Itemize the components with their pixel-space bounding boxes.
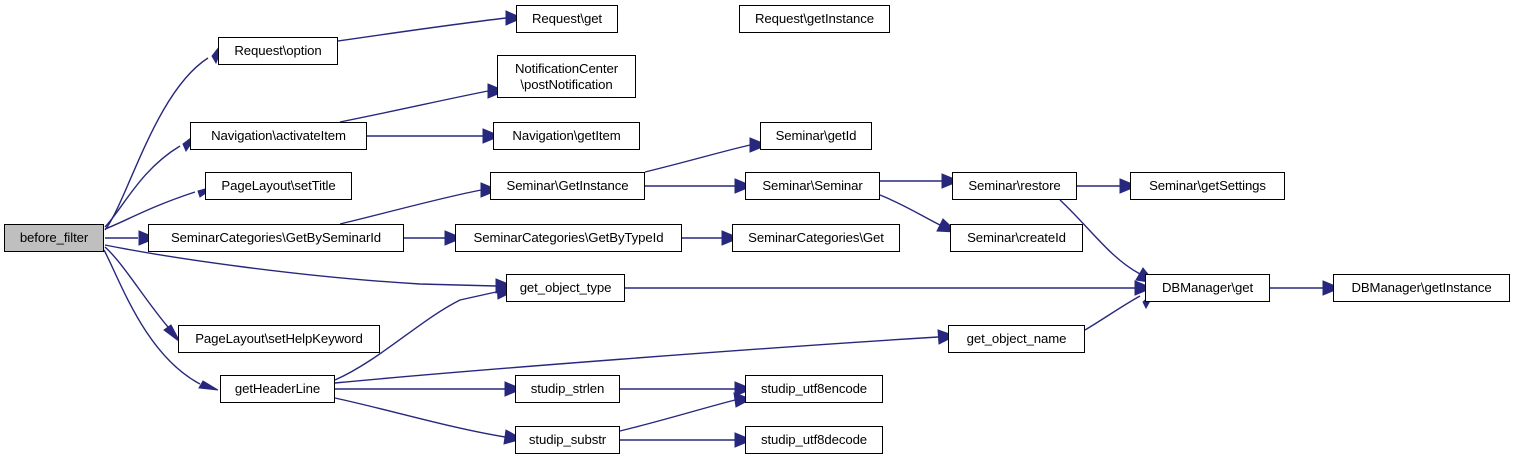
graph-node-label: get_object_name xyxy=(966,331,1067,347)
graph-node-label: getHeaderLine xyxy=(234,381,321,397)
graph-node-seminarcategories_getbytypeid[interactable]: SeminarCategories\GetByTypeId xyxy=(455,224,682,252)
graph-node-pagelayout_sethelpkeyword[interactable]: PageLayout\setHelpKeyword xyxy=(178,325,380,353)
graph-node-studip_utf8decode[interactable]: studip_utf8decode xyxy=(745,426,883,454)
graph-node-label: studip_strlen xyxy=(530,381,605,397)
graph-node-seminar_seminar[interactable]: Seminar\Seminar xyxy=(745,172,880,200)
graph-node-navigation_activateitem[interactable]: Navigation\activateItem xyxy=(190,122,367,150)
graph-node-label: Request\get xyxy=(531,11,602,27)
graph-node-seminarcategories_getbyseminarid[interactable]: SeminarCategories\GetBySeminarId xyxy=(148,224,404,252)
graph-node-studip_utf8encode[interactable]: studip_utf8encode xyxy=(745,375,883,403)
graph-node-get_object_name[interactable]: get_object_name xyxy=(948,325,1085,353)
graph-node-dbmanager_getinstance[interactable]: DBManager\getInstance xyxy=(1333,274,1510,302)
graph-node-label: Seminar\getId xyxy=(775,128,857,144)
graph-node-label: SeminarCategories\GetBySeminarId xyxy=(170,230,382,246)
graph-node-label: DBManager\getInstance xyxy=(1351,280,1492,296)
graph-node-label: Navigation\getItem xyxy=(512,128,621,144)
graph-node-label: studip_utf8decode xyxy=(760,432,868,448)
graph-node-seminar_getsettings[interactable]: Seminar\getSettings xyxy=(1130,172,1285,200)
graph-node-label: Navigation\activateItem xyxy=(211,128,346,144)
graph-node-label: Seminar\GetInstance xyxy=(506,178,629,194)
graph-node-label: Request\getInstance xyxy=(754,11,875,27)
graph-node-label: before_filter xyxy=(19,230,89,246)
graph-node-studip_strlen[interactable]: studip_strlen xyxy=(515,375,620,403)
graph-node-request_get[interactable]: Request\get xyxy=(516,5,618,33)
graph-node-navigation_getitem[interactable]: Navigation\getItem xyxy=(493,122,640,150)
graph-node-label: studip_utf8encode xyxy=(760,381,868,397)
graph-node-getheaderline[interactable]: getHeaderLine xyxy=(220,375,335,403)
graph-node-label: SeminarCategories\GetByTypeId xyxy=(473,230,664,246)
graph-node-seminar_getinstance[interactable]: Seminar\GetInstance xyxy=(490,172,645,200)
graph-node-label: Seminar\createId xyxy=(967,230,1066,246)
graph-node-pagelayout_settitle[interactable]: PageLayout\setTitle xyxy=(205,172,352,200)
graph-node-studip_substr[interactable]: studip_substr xyxy=(515,426,620,454)
graph-node-seminar_getid[interactable]: Seminar\getId xyxy=(760,122,872,150)
graph-node-label: Seminar\Seminar xyxy=(762,178,863,194)
graph-node-label: PageLayout\setHelpKeyword xyxy=(195,331,363,347)
graph-node-label: Request\option xyxy=(234,43,322,59)
graph-node-label: Seminar\getSettings xyxy=(1149,178,1266,194)
graph-node-label: SeminarCategories\Get xyxy=(748,230,884,246)
graph-node-label: DBManager\get xyxy=(1161,280,1254,296)
graph-node-label: NotificationCenter \postNotification xyxy=(514,61,619,92)
graph-node-get_object_type[interactable]: get_object_type xyxy=(506,274,625,302)
graph-node-label: get_object_type xyxy=(519,280,612,296)
graph-node-label: studip_substr xyxy=(528,432,607,448)
graph-node-request_getinstance[interactable]: Request\getInstance xyxy=(739,5,890,33)
graph-node-label: PageLayout\setTitle xyxy=(221,178,336,194)
graph-node-label: Seminar\restore xyxy=(968,178,1061,194)
graph-node-notificationcenter_postnotification[interactable]: NotificationCenter \postNotification xyxy=(497,55,636,98)
graph-node-seminarcategories_get[interactable]: SeminarCategories\Get xyxy=(732,224,900,252)
graph-node-seminar_createid[interactable]: Seminar\createId xyxy=(950,224,1083,252)
graph-node-seminar_restore[interactable]: Seminar\restore xyxy=(952,172,1077,200)
graph-node-before_filter[interactable]: before_filter xyxy=(4,224,104,252)
graph-node-request_option[interactable]: Request\option xyxy=(218,37,338,65)
graph-node-dbmanager_get[interactable]: DBManager\get xyxy=(1145,274,1270,302)
